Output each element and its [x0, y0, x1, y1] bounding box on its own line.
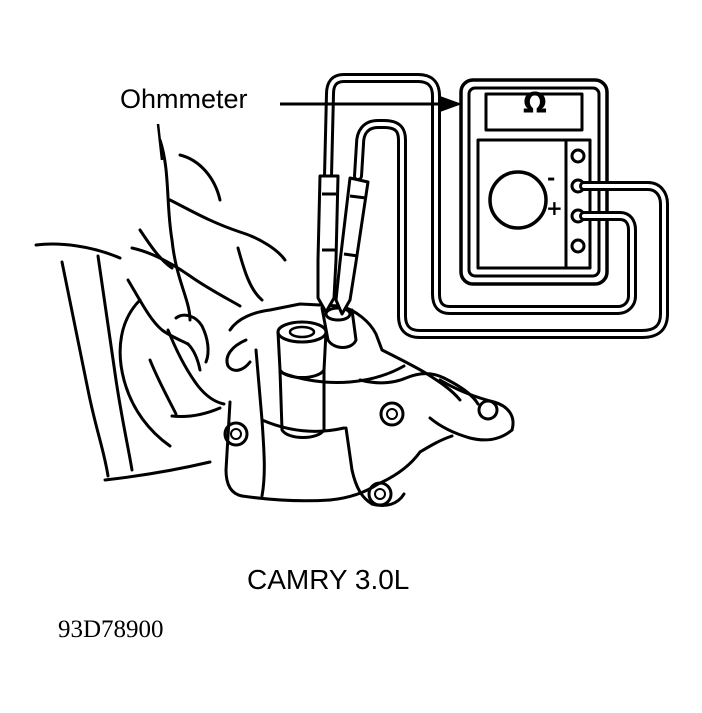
terminal-jack-4	[570, 238, 586, 254]
meter-terminal-strip	[564, 138, 592, 270]
label-leader-line	[156, 123, 164, 161]
figure-id: 93D78900	[58, 616, 164, 643]
probe-right	[334, 176, 370, 316]
ohmmeter-label: Ohmmeter	[120, 84, 248, 114]
meter-terminals	[570, 148, 586, 254]
test-leads	[323, 73, 669, 339]
probe-left	[316, 174, 340, 314]
engine-housing-drawing	[34, 138, 515, 508]
negative-terminal-label: -	[547, 166, 556, 190]
positive-terminal-label: +	[546, 196, 563, 220]
figure-caption: CAMRY 3.0L	[247, 564, 410, 595]
meter-display-window	[484, 92, 584, 132]
test-probes	[316, 174, 370, 316]
terminal-jack-1	[570, 148, 586, 164]
ohmmeter-callout-arrow	[280, 96, 462, 112]
ohm-symbol: Ω	[523, 87, 547, 120]
meter-selector-dial	[488, 170, 548, 230]
